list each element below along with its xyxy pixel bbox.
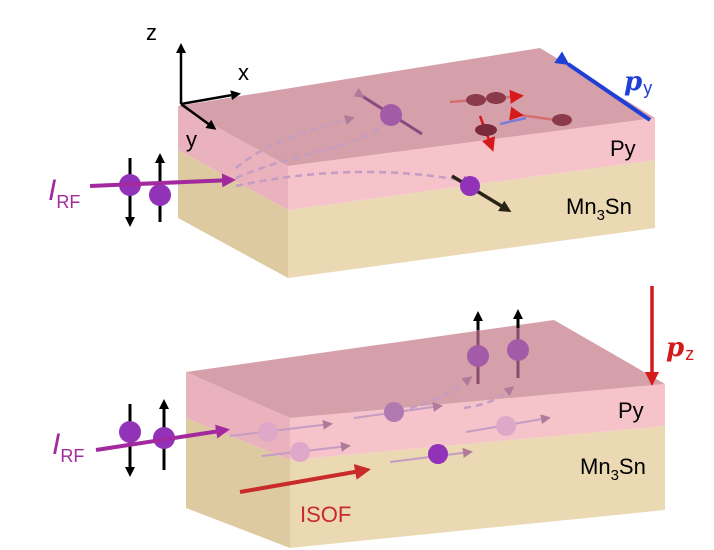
bottom-py-surface <box>186 320 665 418</box>
top-py-front <box>288 118 655 210</box>
top-mn3sn-label: Mn3Sn <box>566 194 632 224</box>
bottom-current-arrow <box>95 424 230 452</box>
top-spin-pair <box>119 153 171 227</box>
bottom-panel: ISOF pz <box>52 286 694 548</box>
axis-y-label: y <box>186 127 197 152</box>
py-polarization-arrow <box>554 51 652 122</box>
isof-label: ISOF <box>300 502 351 527</box>
top-py-surface <box>178 48 655 166</box>
top-spin-path-2 <box>235 115 395 180</box>
pz-polarization-label: pz <box>666 333 694 364</box>
top-exiting-electron <box>460 176 480 196</box>
bottom-mn3sn-label: Mn3Sn <box>580 454 646 484</box>
top-mn3sn-side <box>288 160 655 278</box>
bottom-zspins <box>467 309 529 384</box>
bottom-mn3sn-side <box>290 426 665 548</box>
bottom-py-front <box>290 384 665 460</box>
axis-z-label: z <box>146 20 157 45</box>
top-current-label: IRF <box>48 174 80 212</box>
bottom-spin-flow <box>229 376 551 464</box>
axis-x-label: x <box>238 60 249 85</box>
top-spin-path-3 <box>235 170 473 188</box>
bottom-current-label: IRF <box>52 428 84 466</box>
top-py-left <box>178 106 288 210</box>
bottom-py-label: Py <box>618 398 644 423</box>
py-polarization-label: py <box>624 67 652 98</box>
top-py-label: Py <box>610 136 636 161</box>
axes-indicator: z x y <box>146 20 249 152</box>
bottom-mn3sn-front <box>186 418 290 548</box>
top-panel: z x y py Py <box>48 20 655 278</box>
isof-arrow <box>239 464 371 494</box>
top-current-arrow <box>89 173 236 188</box>
top-spin-path-1 <box>235 115 355 169</box>
top-magnetization-group <box>449 89 572 152</box>
top-surface-electron <box>380 104 402 126</box>
